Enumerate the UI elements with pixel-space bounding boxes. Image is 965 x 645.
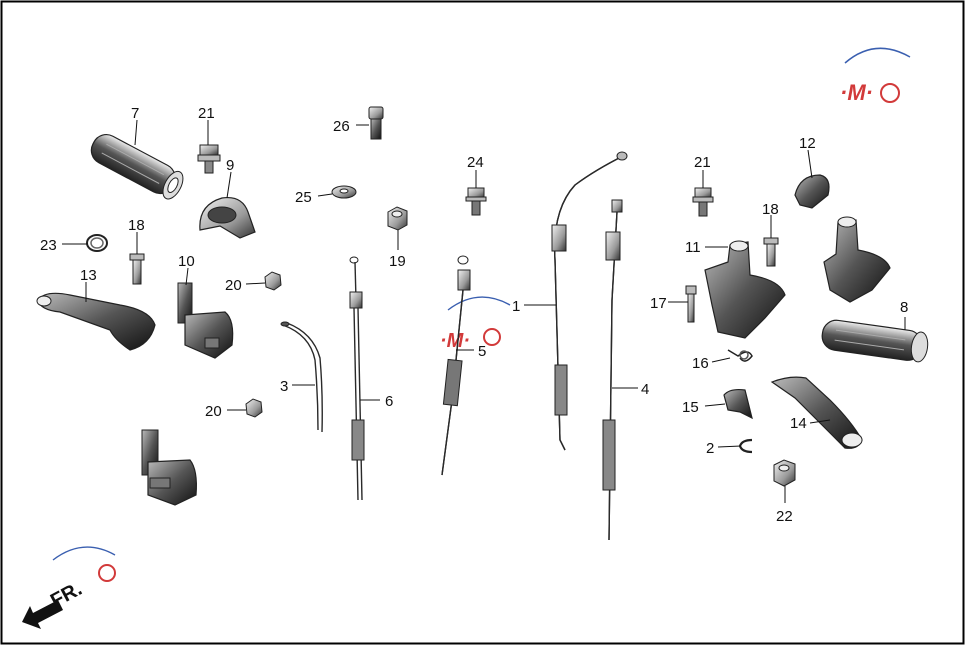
callout-12: 12 — [799, 135, 816, 152]
callout-17: 17 — [650, 295, 667, 312]
callout-3: 3 — [280, 378, 288, 395]
callout-7: 7 — [131, 105, 139, 122]
grip-right-part-icon — [821, 319, 929, 363]
spring-part-icon — [86, 234, 108, 252]
switch-left-upper-part-icon — [177, 282, 234, 359]
svg-text:·M·: ·M· — [840, 80, 873, 105]
bolt-right-part-icon — [692, 187, 714, 217]
callout-23: 23 — [40, 237, 57, 254]
callout-8: 8 — [900, 299, 908, 316]
callout-13: 13 — [80, 267, 97, 284]
callout-20-upper: 20 — [225, 277, 242, 294]
callout-2: 2 — [706, 440, 714, 457]
cable-1-part-icon — [551, 151, 628, 451]
clip-part-icon — [738, 438, 753, 454]
nut-upper-part-icon — [264, 271, 282, 291]
callout-18-left: 18 — [128, 217, 145, 234]
nut-lower-part-icon — [245, 398, 263, 418]
callout-1: 1 — [512, 298, 520, 315]
callout-21-left: 21 — [198, 105, 215, 122]
callout-22: 22 — [776, 508, 793, 525]
clamp-part-icon — [794, 174, 830, 209]
bolt-24-part-icon — [465, 187, 487, 216]
callout-11: 11 — [685, 239, 701, 256]
watermark-logo-bottom — [52, 546, 116, 582]
nut-22-part-icon — [773, 459, 796, 487]
bracket-15-part-icon — [723, 388, 753, 420]
cable-6-part-icon — [349, 256, 365, 501]
callout-4: 4 — [641, 381, 649, 398]
washer-part-icon — [331, 185, 357, 199]
watermark-logo-mid: ·M· — [440, 296, 511, 352]
lever-left-part-icon — [36, 292, 156, 351]
leader-lines — [62, 119, 906, 503]
callout-21-right: 21 — [694, 154, 711, 171]
callout-15: 15 — [682, 399, 699, 416]
switch-left-lower-part-icon — [141, 429, 197, 506]
callout-5: 5 — [478, 343, 486, 360]
throttle-housing-part-icon — [199, 196, 256, 239]
front-direction-arrow-icon: FR. — [22, 578, 86, 629]
lever-bracket-part-icon — [704, 240, 786, 339]
callout-20-lower: 20 — [205, 403, 222, 420]
callout-6: 6 — [385, 393, 393, 410]
callout-14: 14 — [790, 415, 807, 432]
callout-24: 24 — [467, 154, 484, 171]
callout-10: 10 — [178, 253, 195, 270]
spring-16-part-icon — [727, 349, 753, 362]
callout-25: 25 — [295, 189, 312, 206]
callout-19: 19 — [389, 253, 406, 270]
grip-left-part-icon — [90, 134, 184, 200]
callout-9: 9 — [226, 157, 234, 174]
brake-bracket-part-icon — [823, 216, 891, 303]
cable-5-part-icon — [441, 255, 471, 476]
pivot-pin-right-part-icon — [763, 237, 779, 267]
callout-16: 16 — [692, 355, 709, 372]
bolt-left-part-icon — [197, 144, 221, 174]
bolt-26-part-icon — [368, 106, 384, 140]
callout-labels: 7 21 9 23 18 13 10 20 20 3 26 25 19 6 24… — [40, 105, 908, 525]
lever-right-part-icon — [770, 376, 863, 449]
callout-18-right: 18 — [762, 201, 779, 218]
pivot-pin-left-part-icon — [129, 253, 145, 285]
wire-part-icon — [280, 321, 323, 433]
nut-19-part-icon — [387, 206, 408, 231]
svg-text:·M·: ·M· — [440, 330, 470, 352]
watermark-logo-top: ·M· — [840, 47, 911, 105]
callout-26: 26 — [333, 118, 350, 135]
bolt-17-part-icon — [685, 285, 697, 323]
cable-4-part-icon — [602, 199, 623, 541]
